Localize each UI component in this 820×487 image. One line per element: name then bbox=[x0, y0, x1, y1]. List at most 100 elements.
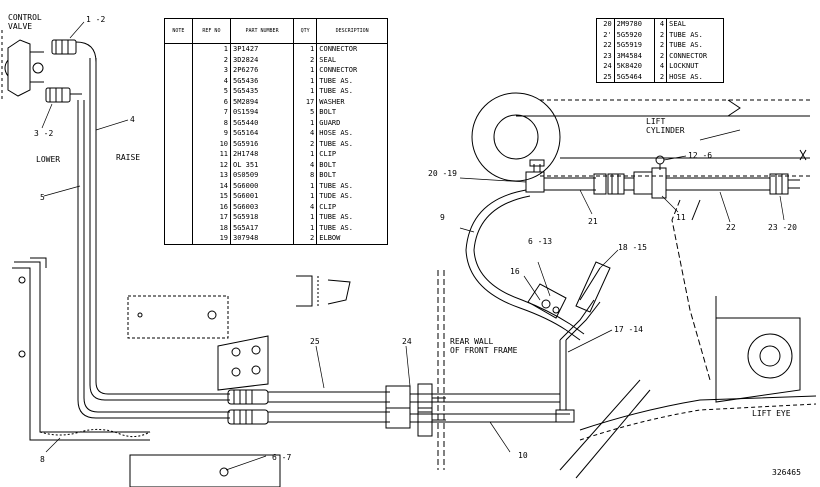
parts-list-cell: CONNECTOR bbox=[316, 43, 387, 55]
parts-list-cell: 9 bbox=[191, 128, 231, 139]
parts-list-cell: 5 bbox=[293, 107, 317, 118]
parts-list-cell: 1 bbox=[293, 222, 317, 233]
callout-25: 25 bbox=[310, 337, 320, 346]
label-lower: LOWER bbox=[36, 155, 60, 164]
parts-list-cell: 1 bbox=[293, 180, 317, 191]
parts-list-cell bbox=[165, 223, 192, 234]
parts-list-cell: 4 bbox=[293, 201, 317, 212]
frame-stub bbox=[296, 275, 351, 307]
parts-list-cell: 307948 bbox=[229, 233, 294, 244]
callout-18-15: 18 -15 bbox=[618, 243, 647, 252]
parts-list-cell: 1 bbox=[293, 86, 317, 97]
parts-list-cell: 1 bbox=[293, 65, 317, 76]
parts-list-cell: 5G5435 bbox=[229, 86, 294, 97]
parts-list-cell: 3M4584 bbox=[613, 50, 655, 61]
hose-fitting-upper bbox=[227, 389, 269, 405]
parts-list-cell: TUBE AS. bbox=[316, 222, 387, 233]
parts-list-cell: 4 bbox=[293, 128, 317, 139]
parts-list-cell bbox=[165, 97, 192, 108]
parts-list-cell: 4 bbox=[653, 19, 667, 30]
col-qty: QTY bbox=[293, 19, 317, 44]
parts-list-cell: 5G5920 bbox=[613, 29, 655, 40]
parts-list-cell: 5G5919 bbox=[613, 40, 655, 51]
parts-list-cell: 16 bbox=[191, 201, 231, 212]
parts-list-cell: TUDE AS. bbox=[316, 191, 387, 202]
connector-fitting-1 bbox=[51, 39, 97, 63]
parts-list-cell: 17 bbox=[293, 96, 317, 107]
parts-list-cell: BOLT bbox=[316, 107, 387, 118]
parts-list-cell: LOCKNUT bbox=[666, 61, 723, 72]
callout-17-14: 17 -14 bbox=[614, 325, 643, 334]
parts-list-cell: CONNECTOR bbox=[316, 65, 387, 76]
parts-list-cell: 17 bbox=[191, 212, 231, 223]
guard-8 bbox=[12, 257, 281, 487]
parts-list-cell: 7 bbox=[191, 107, 231, 118]
parts-list-cell: SEAL bbox=[666, 19, 723, 30]
callout-5: 5 bbox=[40, 193, 45, 202]
drawing-number: 326465 bbox=[772, 468, 801, 477]
parts-list-cell bbox=[165, 128, 192, 139]
parts-list-cell: 8 bbox=[191, 117, 231, 128]
parts-list-cell: 13 bbox=[191, 170, 231, 181]
parts-list-cell: 20 bbox=[603, 20, 612, 28]
parts-list-cell: 1 bbox=[293, 117, 317, 128]
parts-list-cell: CLIP bbox=[316, 201, 387, 212]
parts-list-cell: CONNECTOR bbox=[666, 50, 723, 61]
frame-structure bbox=[559, 149, 817, 479]
parts-list-cell: 25 bbox=[603, 72, 612, 81]
callout-22: 22 bbox=[726, 223, 736, 232]
parts-list-cell: 14 bbox=[191, 180, 231, 191]
parts-list-cell: 3 bbox=[191, 65, 231, 76]
parts-list-cell: 4 bbox=[191, 75, 231, 86]
callout-9: 9 bbox=[440, 213, 445, 222]
parts-list-cell: 1 bbox=[191, 43, 231, 55]
parts-list-cell: 24 bbox=[603, 62, 612, 70]
tube-assembly-21 bbox=[544, 173, 634, 195]
parts-list-cell: BOLT bbox=[316, 159, 387, 170]
parts-list-cell: 10 bbox=[191, 138, 231, 149]
parts-list-cell: 1 bbox=[293, 191, 317, 202]
col-note: NOTE bbox=[165, 19, 193, 44]
parts-list-cell: 5G6000 bbox=[229, 180, 294, 191]
leader-lines bbox=[41, 21, 785, 471]
parts-list-cell bbox=[165, 233, 192, 244]
parts-list-cell: GUARD bbox=[316, 117, 387, 128]
parts-list-cell: 12 bbox=[191, 159, 231, 170]
parts-list-cell bbox=[165, 139, 192, 150]
callout-20-19: 20 -19 bbox=[428, 169, 457, 178]
parts-list-cell: 1 bbox=[293, 43, 317, 55]
callout-11: 11 bbox=[676, 213, 686, 222]
parts-list-cell: 4 bbox=[293, 159, 317, 170]
parts-list-cell bbox=[165, 44, 192, 55]
parts-list-cell: HOSE AS. bbox=[316, 128, 387, 139]
locknut-24 bbox=[417, 383, 446, 437]
parts-list-cell: 2' bbox=[603, 30, 612, 39]
tube-assembly-22 bbox=[666, 173, 800, 195]
parts-list-cell bbox=[165, 118, 192, 129]
tube-assembly-4 bbox=[89, 58, 230, 401]
parts-list-cell: TUBE AS. bbox=[666, 29, 723, 40]
parts-list-cell bbox=[165, 181, 192, 192]
parts-list-cell: BOLT bbox=[316, 170, 387, 181]
parts-list-cell: 2 bbox=[191, 54, 231, 65]
col-part-number: PART NUMBER bbox=[229, 19, 294, 44]
parts-list-cell: 8 bbox=[293, 170, 317, 181]
parts-list-cell: 5G5440 bbox=[229, 117, 294, 128]
parts-list-cell: 5G5916 bbox=[229, 138, 294, 149]
parts-list-cell: 2P6276 bbox=[229, 65, 294, 76]
control-valve bbox=[1, 30, 44, 100]
parts-list-cell: 19 bbox=[191, 233, 231, 244]
